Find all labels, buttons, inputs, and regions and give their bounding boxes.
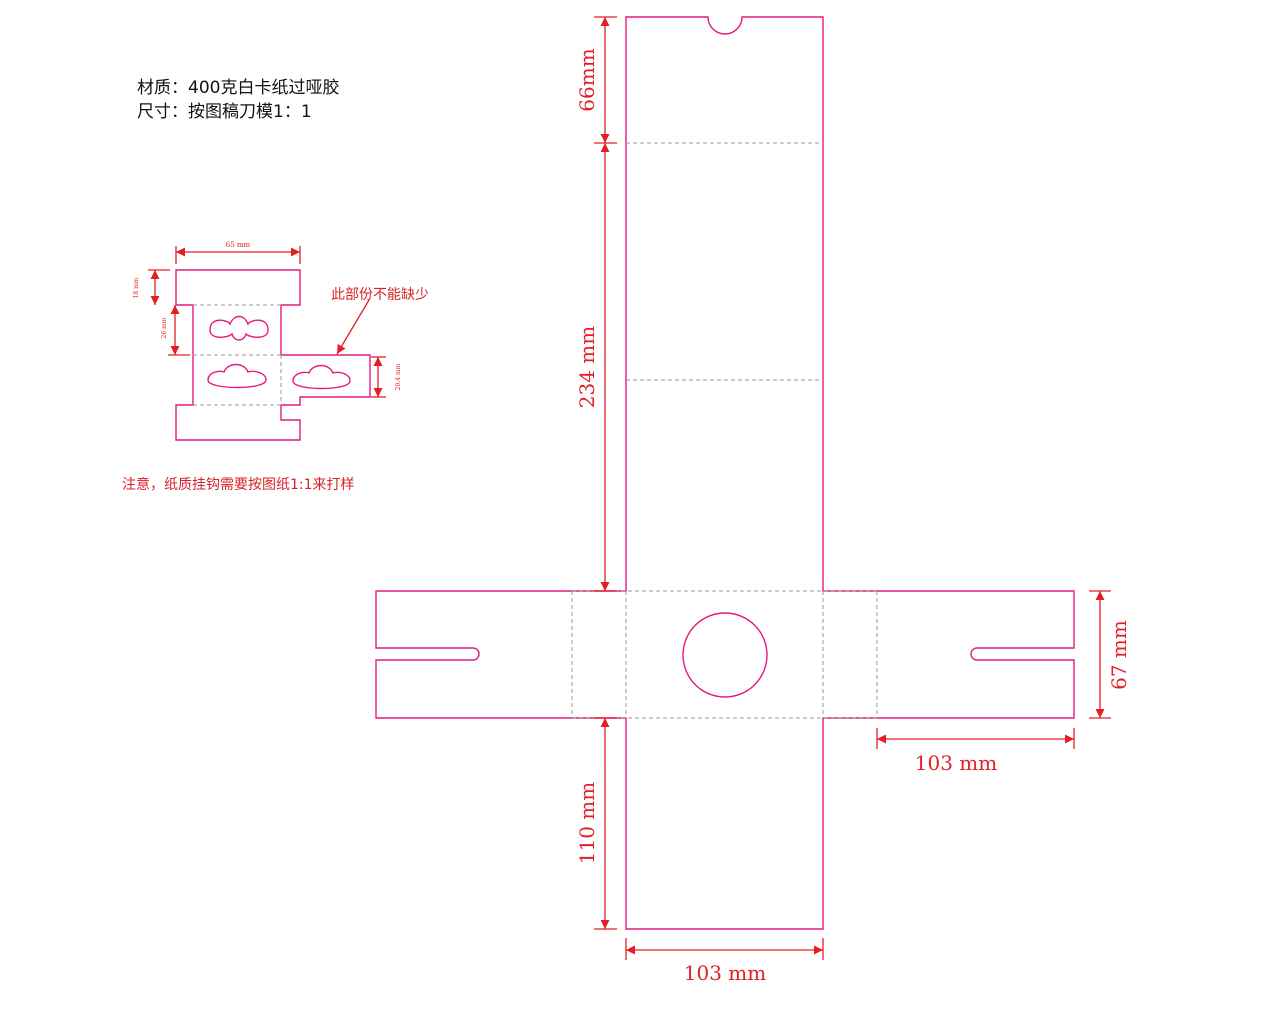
small-hang-tab-diagram: 65 mm 18 mm 26 mm 20.4 mm xyxy=(133,241,402,441)
dim-18mm: 18 mm xyxy=(133,277,140,298)
dim-103mm-side: 103 mm xyxy=(915,751,997,775)
dim-65mm: 65 mm xyxy=(226,241,251,249)
size-note: 尺寸：按图稿刀模1：1 xyxy=(137,102,312,122)
callout-label: 此部份不能缺少 xyxy=(331,287,429,303)
dim-20-4mm: 20.4 mm xyxy=(395,363,402,390)
dim-66mm: 66mm xyxy=(575,48,599,111)
hang-hole-mid xyxy=(207,363,267,389)
dieline-outline xyxy=(375,16,1075,930)
center-circle-cutout xyxy=(682,612,768,698)
material-note: 材质：400克白卡纸过哑胶 xyxy=(137,78,340,98)
hang-hole-side xyxy=(292,364,351,390)
dim-26mm: 26 mm xyxy=(161,317,168,338)
warning-note: 注意，纸质挂钩需要按图纸1:1来打样 xyxy=(122,477,355,493)
dim-110mm: 110 mm xyxy=(575,782,599,864)
dim-67mm: 67 mm xyxy=(1107,620,1131,690)
dim-234mm: 234 mm xyxy=(575,326,599,408)
dimension-lines: 66mm 234 mm 110 mm 103 mm 67 mm 103 mm xyxy=(575,16,1131,985)
large-dieline xyxy=(375,16,1075,930)
hang-hole-top xyxy=(209,315,269,341)
dim-103mm-bottom: 103 mm xyxy=(684,961,766,985)
